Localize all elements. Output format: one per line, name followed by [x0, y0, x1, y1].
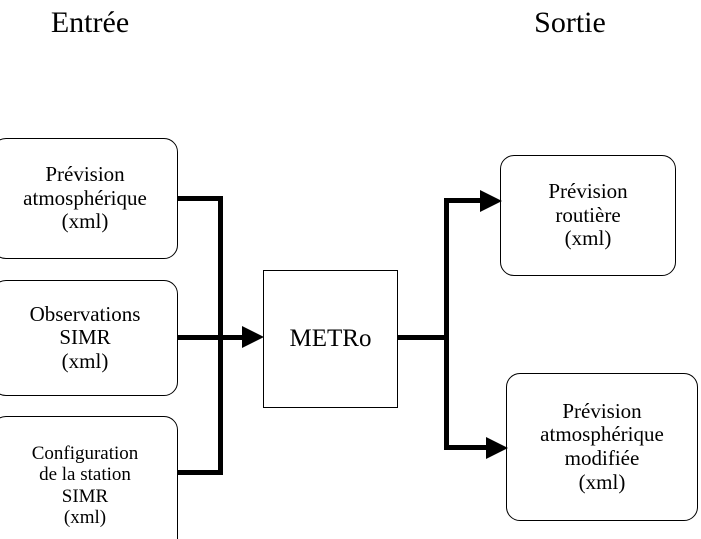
node-line: atmosphérique: [540, 422, 664, 447]
node-line: (xml): [564, 226, 612, 251]
edge-to-prevision-routiere: [444, 198, 484, 203]
arrowhead-into-prevision-modifiee: [486, 437, 508, 459]
node-line: modifiée: [564, 446, 640, 470]
node-prevision-atmospherique-modifiee[interactable]: Prévision atmosphérique modifiée (xml): [506, 373, 698, 521]
node-line: SIMR: [61, 485, 109, 507]
edge-bus-to-metro: [218, 335, 244, 340]
node-metro[interactable]: METRo: [263, 270, 398, 408]
edge-configuration-station-stub: [177, 470, 223, 475]
node-line: (xml): [63, 506, 107, 528]
node-prevision-routiere[interactable]: Prévision routière (xml): [500, 155, 676, 276]
node-line: (xml): [578, 469, 626, 494]
node-line: Prévision: [45, 162, 125, 187]
node-line: SIMR: [59, 325, 111, 350]
edge-to-prevision-modifiee: [444, 445, 490, 450]
input-column-title: Entrée: [50, 6, 130, 39]
node-configuration-station[interactable]: Configuration de la station SIMR (xml): [0, 416, 178, 539]
edge-metro-out: [397, 335, 449, 340]
arrowhead-into-prevision-routiere: [480, 190, 502, 212]
node-prevision-atmospherique[interactable]: Prévision atmosphérique (xml): [0, 138, 178, 259]
output-column-title: Sortie: [534, 6, 606, 39]
node-line: de la station: [39, 464, 131, 486]
node-line: Prévision: [562, 398, 642, 423]
node-line: Observations: [29, 301, 141, 326]
arrowhead-into-metro: [242, 326, 264, 348]
node-line: (xml): [61, 348, 109, 373]
node-line: Configuration: [31, 442, 139, 464]
edge-prevision-atmospherique-stub: [177, 196, 223, 201]
node-line: Prévision: [548, 179, 628, 204]
node-line: atmosphérique: [23, 185, 147, 210]
edge-output-split-bus: [444, 198, 449, 450]
node-line: routière: [555, 202, 621, 227]
node-line: METRo: [289, 325, 372, 352]
node-observations-simr[interactable]: Observations SIMR (xml): [0, 280, 178, 396]
node-line: (xml): [61, 209, 109, 234]
edge-observations-simr-stub: [177, 335, 223, 340]
